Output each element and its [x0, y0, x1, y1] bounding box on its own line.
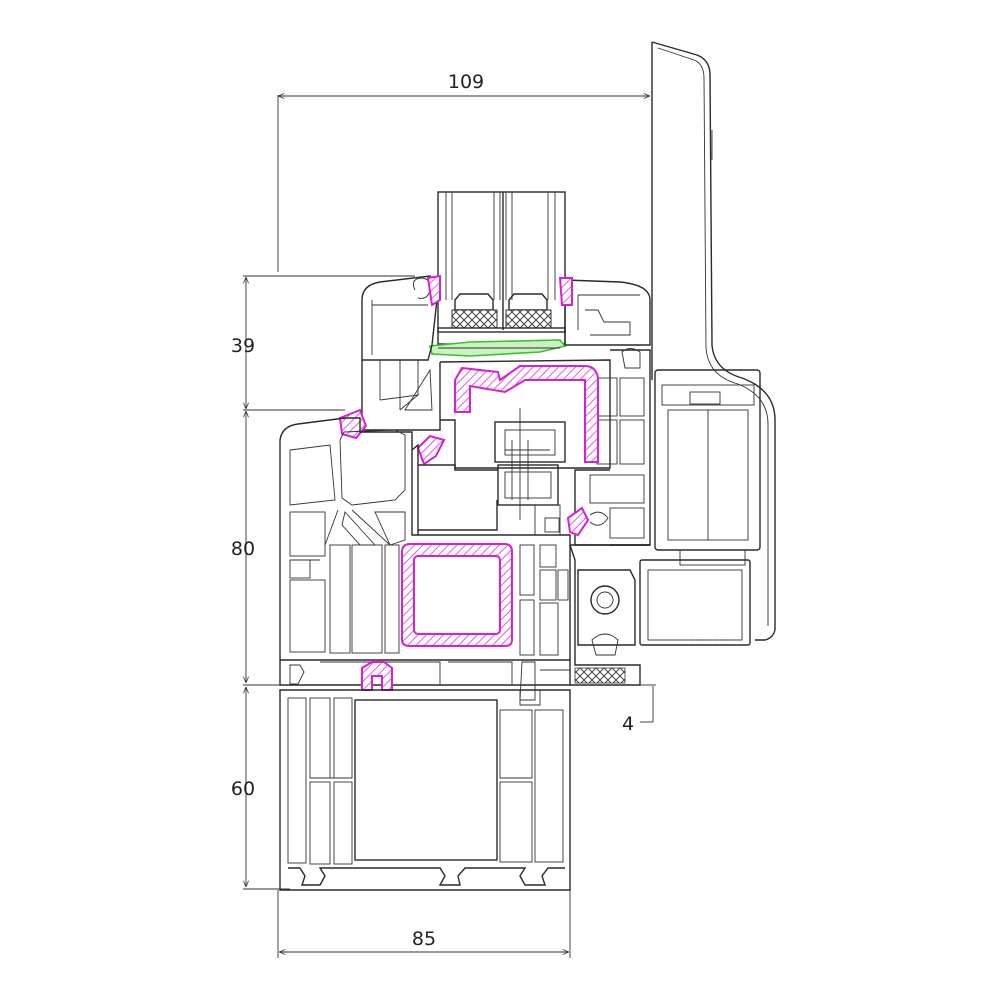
dimension-label-60: 60 [231, 778, 255, 800]
sash-reinforcement [454, 365, 599, 463]
dimension-label-80: 80 [231, 538, 255, 560]
dimension-width-109: 109 [277, 71, 650, 272]
dimension-label-109: 109 [448, 71, 484, 93]
dimension-height-39: 39 [231, 275, 415, 411]
frame-seal-lower [566, 506, 590, 537]
frame-seal-upper [338, 408, 368, 440]
handle-mount-block [639, 559, 751, 646]
bottom-gasket [361, 661, 393, 691]
dimension-offset-4: 4 [622, 684, 656, 735]
dimension-height-60: 60 [231, 687, 290, 890]
handle-gearbox [654, 369, 761, 551]
lower-frame-main-chamber [354, 699, 498, 861]
glazing-unit [437, 191, 566, 345]
frame-profile [279, 417, 650, 701]
glass-pack [437, 191, 566, 333]
dimension-label-85: 85 [412, 928, 436, 950]
locking-hardware [494, 408, 566, 536]
dimension-label-4: 4 [622, 713, 634, 735]
lower-frame-profile [279, 689, 571, 891]
dimension-height-80: 80 [231, 411, 300, 686]
sash-seal-inner [416, 434, 446, 466]
sash-seal-top [426, 274, 441, 307]
dimension-depth-85: 85 [277, 890, 571, 958]
frame-reinforcement [401, 543, 513, 647]
dimension-label-39: 39 [231, 335, 255, 357]
sash-seal-right [558, 277, 573, 306]
sash-profile [361, 275, 651, 546]
window-handle [639, 41, 776, 646]
